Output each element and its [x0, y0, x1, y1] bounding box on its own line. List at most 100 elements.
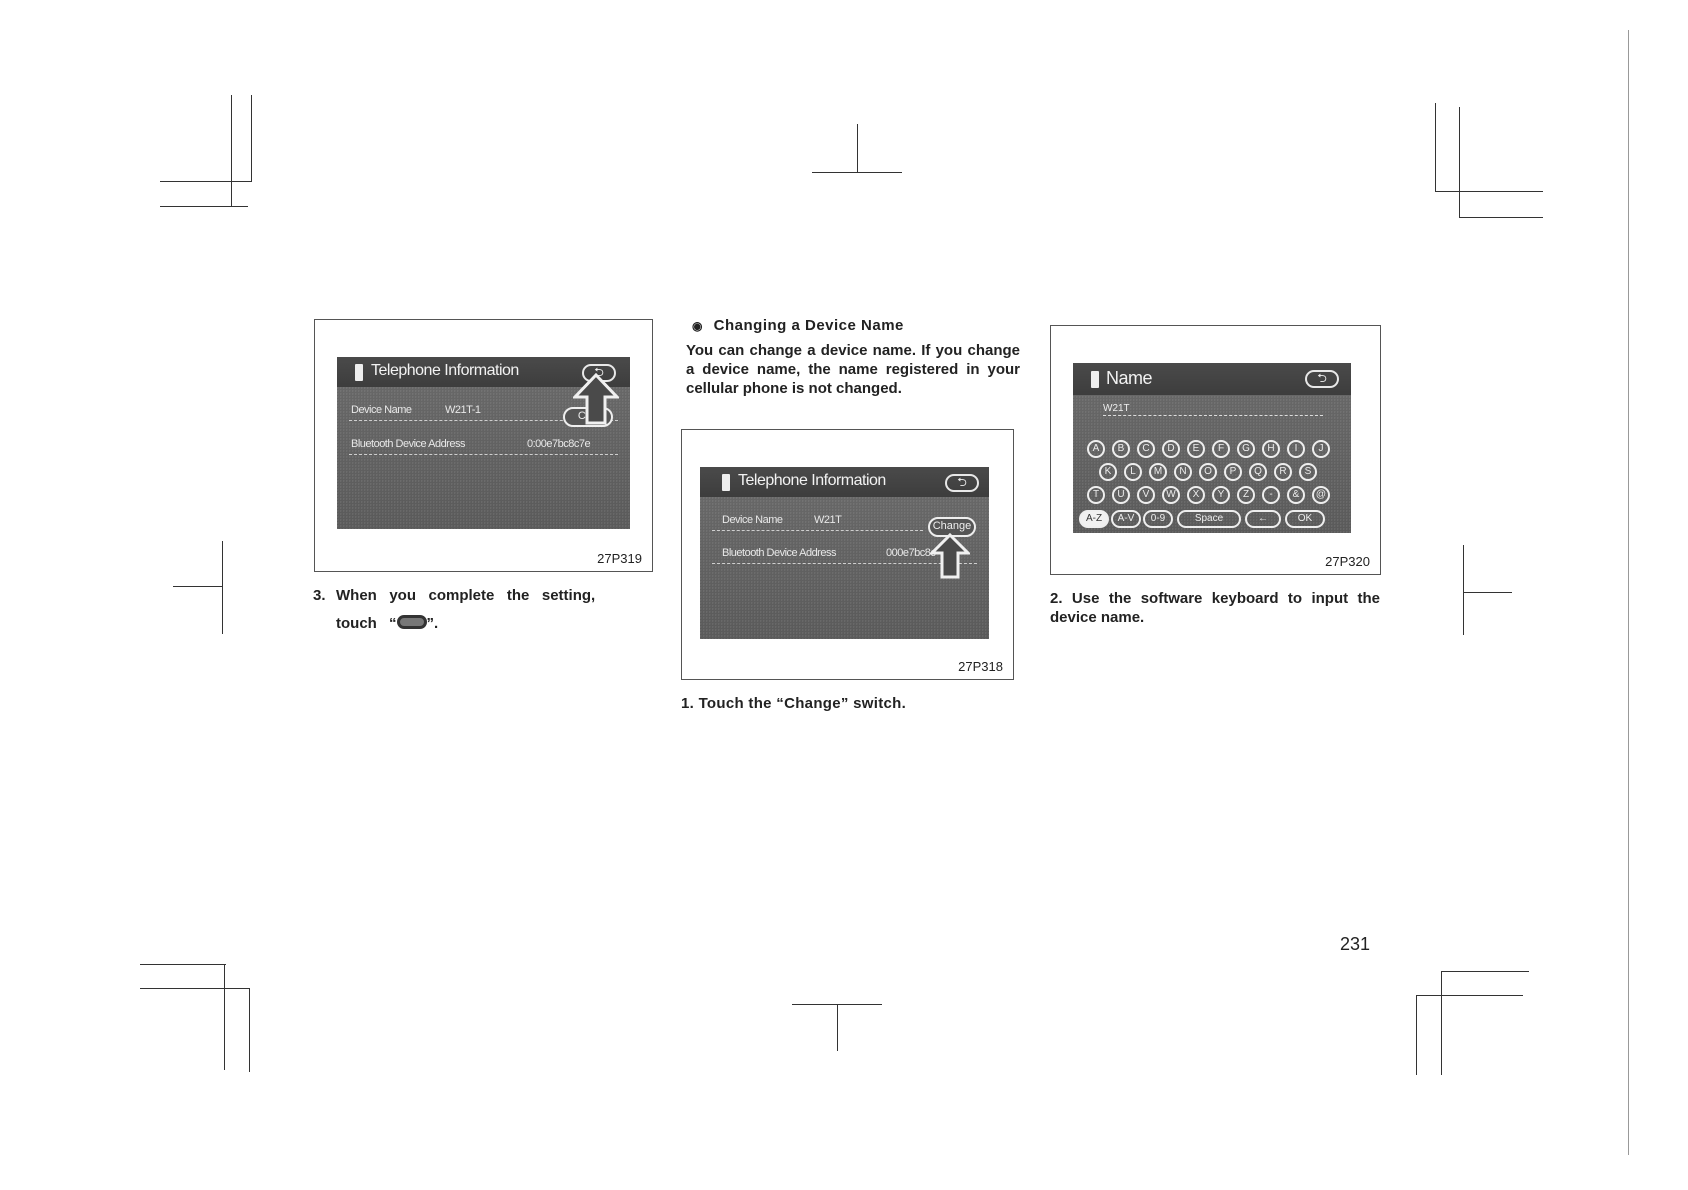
- key-d[interactable]: D: [1162, 440, 1180, 458]
- device-name-label: Device Name: [351, 404, 412, 416]
- screen-title: Telephone Information: [371, 362, 519, 379]
- crop-mark: [173, 586, 222, 587]
- crop-mark: [249, 988, 250, 1072]
- change-button[interactable]: Change: [928, 517, 976, 537]
- backspace-arrow-icon: ←: [1258, 513, 1268, 524]
- section-title: Changing a Device Name: [713, 317, 904, 334]
- section-marker-icon: ◉: [692, 319, 703, 333]
- key-g[interactable]: G: [1237, 440, 1255, 458]
- key-x[interactable]: X: [1187, 486, 1205, 504]
- bluetooth-address-label: Bluetooth Device Address: [722, 547, 836, 559]
- step-1-text: 1. Touch the “Change” switch.: [681, 695, 907, 712]
- crop-mark: [231, 95, 232, 207]
- crop-mark: [1441, 971, 1442, 1075]
- key-y[interactable]: Y: [1212, 486, 1230, 504]
- back-button[interactable]: ⮌: [1305, 370, 1339, 388]
- key-p[interactable]: P: [1224, 463, 1242, 481]
- key-h[interactable]: H: [1262, 440, 1280, 458]
- key-space[interactable]: Space: [1177, 510, 1241, 528]
- return-arrow-icon: ⮌: [957, 475, 967, 489]
- crop-mark: [1463, 545, 1464, 635]
- crop-mark: [140, 988, 250, 989]
- figure-id: 27P320: [1325, 554, 1370, 569]
- key-z[interactable]: Z: [1237, 486, 1255, 504]
- return-arrow-icon: ⮌: [1317, 371, 1327, 385]
- back-button[interactable]: ⮌: [945, 474, 979, 492]
- pointer-arrow-icon: [930, 533, 970, 579]
- step-3-open-quote: “: [389, 615, 397, 632]
- crop-mark: [1459, 217, 1543, 218]
- device-name-row: Device Name W21T: [712, 512, 923, 531]
- crop-mark: [1416, 995, 1417, 1075]
- key-f[interactable]: F: [1212, 440, 1230, 458]
- key-hyphen[interactable]: -: [1262, 486, 1280, 504]
- key-mode-a-z[interactable]: A-Z: [1079, 510, 1109, 528]
- key-ok[interactable]: OK: [1285, 510, 1325, 528]
- crop-mark: [222, 541, 223, 634]
- key-t[interactable]: T: [1087, 486, 1105, 504]
- bluetooth-address-value: 0:00e7bc8c7e: [527, 438, 591, 450]
- screen-telephone-information: Telephone Information ⮌ Device Name W21T…: [337, 357, 630, 529]
- crop-mark: [224, 964, 225, 1070]
- key-w[interactable]: W: [1162, 486, 1180, 504]
- device-name-row: Device Name W21T-1: [349, 402, 618, 421]
- step-3-close: ”.: [426, 615, 439, 632]
- key-q[interactable]: Q: [1249, 463, 1267, 481]
- key-m[interactable]: M: [1149, 463, 1167, 481]
- key-mode-0-9[interactable]: 0-9: [1143, 510, 1173, 528]
- phone-icon: [722, 474, 730, 491]
- key-r[interactable]: R: [1274, 463, 1292, 481]
- page-number: 231: [1340, 934, 1371, 954]
- name-input-field[interactable]: W21T: [1103, 403, 1323, 416]
- key-at[interactable]: @: [1312, 486, 1330, 504]
- crop-mark: [857, 124, 858, 172]
- step-3-number: 3.: [313, 587, 326, 604]
- key-v[interactable]: V: [1137, 486, 1155, 504]
- crop-mark: [812, 172, 902, 173]
- key-mode-a-v[interactable]: A-V: [1111, 510, 1141, 528]
- figure-id: 27P318: [958, 659, 1003, 674]
- crop-mark: [160, 206, 248, 207]
- bluetooth-address-label: Bluetooth Device Address: [351, 438, 465, 450]
- key-e[interactable]: E: [1187, 440, 1205, 458]
- screen-header: Telephone Information ⮌: [700, 467, 989, 497]
- device-name-value: W21T: [814, 514, 842, 526]
- key-b[interactable]: B: [1112, 440, 1130, 458]
- phone-icon: [355, 364, 363, 381]
- pointer-arrow-icon: [573, 373, 619, 425]
- crop-mark: [1459, 107, 1460, 217]
- key-k[interactable]: K: [1099, 463, 1117, 481]
- key-c[interactable]: C: [1137, 440, 1155, 458]
- bluetooth-address-value: 000e7bc8c: [886, 547, 936, 559]
- key-ampersand[interactable]: &: [1287, 486, 1305, 504]
- binding-edge: [1628, 30, 1629, 1155]
- key-s[interactable]: S: [1299, 463, 1317, 481]
- figure-id: 27P319: [597, 551, 642, 566]
- crop-mark: [1435, 191, 1543, 192]
- key-backspace[interactable]: ←: [1245, 510, 1281, 528]
- device-name-value: W21T-1: [445, 404, 481, 416]
- screen-header: Name ⮌: [1073, 363, 1351, 395]
- figure-telephone-information-back: Telephone Information ⮌ Device Name W21T…: [314, 319, 653, 572]
- screen-title: Name: [1106, 368, 1153, 388]
- key-a[interactable]: A: [1087, 440, 1105, 458]
- change-button-label: Change: [932, 520, 972, 532]
- phone-icon: [1091, 371, 1099, 388]
- figure-telephone-information-change: Telephone Information ⮌ Device Name W21T…: [681, 429, 1014, 680]
- bluetooth-address-row: Bluetooth Device Address 000e7bc8c: [712, 545, 977, 564]
- screen-title: Telephone Information: [738, 472, 886, 489]
- step-3-line2: touch “”.: [336, 614, 438, 633]
- key-i[interactable]: I: [1287, 440, 1305, 458]
- key-n[interactable]: N: [1174, 463, 1192, 481]
- crop-mark: [140, 964, 226, 965]
- crop-mark: [251, 95, 252, 182]
- crop-mark: [1416, 995, 1523, 996]
- key-u[interactable]: U: [1112, 486, 1130, 504]
- key-l[interactable]: L: [1124, 463, 1142, 481]
- screen-name-entry: Name ⮌ W21T A B C D E F G H I J K L M N …: [1073, 363, 1351, 533]
- device-name-label: Device Name: [722, 514, 783, 526]
- key-o[interactable]: O: [1199, 463, 1217, 481]
- key-j[interactable]: J: [1312, 440, 1330, 458]
- back-button-inline-icon: [396, 615, 427, 629]
- step-2-text: 2. Use the software keyboard to input th…: [1050, 590, 1380, 626]
